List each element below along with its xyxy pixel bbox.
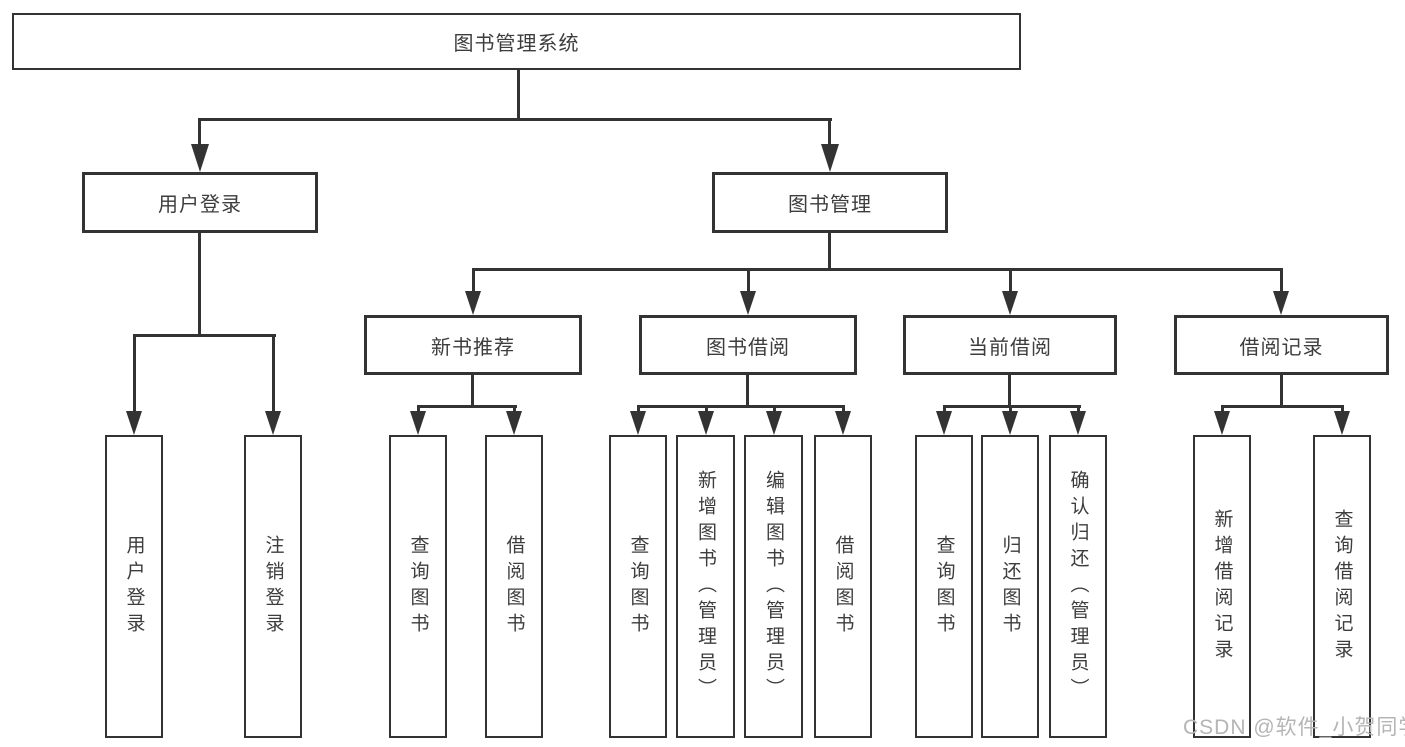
- arrow-down-icon: [936, 411, 952, 435]
- leaf-borrow-books-recommend: 借阅图书: [485, 435, 543, 738]
- node-root-label: 图书管理系统: [453, 33, 580, 55]
- arrow-down-icon: [1070, 411, 1086, 435]
- arrow-down-icon: [740, 291, 756, 315]
- connector-line: [472, 268, 1283, 271]
- leaf-borrow-books-label: 借阅图书: [832, 534, 854, 639]
- node-borrow-records-label: 借阅记录: [1239, 336, 1324, 359]
- leaf-add-book-admin-label: 新增图书（管理员）: [695, 469, 716, 704]
- connector-line: [943, 405, 946, 414]
- connector-line: [637, 405, 640, 414]
- leaf-query-borrow-record: 查询借阅记录: [1313, 435, 1371, 738]
- arrow-down-icon: [410, 411, 426, 435]
- connector-line: [517, 70, 520, 121]
- connector-line: [705, 405, 708, 414]
- node-book-borrow: 图书借阅: [639, 315, 857, 375]
- arrow-down-icon: [766, 411, 782, 435]
- connector-line: [828, 118, 831, 149]
- connector-line: [1341, 405, 1344, 414]
- node-new-book-recommend-label: 新书推荐: [431, 336, 515, 359]
- connector-line: [746, 375, 749, 408]
- connector-line: [133, 334, 136, 413]
- leaf-edit-book-admin: 编辑图书（管理员）: [744, 435, 803, 738]
- node-book-borrow-label: 图书借阅: [706, 336, 790, 359]
- connector-line: [133, 334, 276, 337]
- node-book-management-label: 图书管理: [788, 194, 872, 216]
- connector-line: [471, 375, 474, 408]
- connector-line: [1280, 268, 1283, 293]
- connector-line: [417, 405, 420, 414]
- arrow-down-icon: [1273, 291, 1289, 315]
- connector-line: [1008, 375, 1011, 408]
- leaf-edit-book-admin-label: 编辑图书（管理员）: [763, 469, 784, 704]
- connector-line: [842, 405, 845, 414]
- leaf-query-books-recommend-label: 查询图书: [407, 534, 429, 639]
- connector-line: [747, 268, 750, 293]
- watermark: CSDN @软件_小贺同学: [1183, 716, 1405, 739]
- arrow-down-icon: [465, 291, 481, 315]
- connector-line: [1221, 405, 1344, 408]
- leaf-borrow-books-recommend-label: 借阅图书: [503, 534, 525, 639]
- arrow-down-icon: [630, 411, 646, 435]
- leaf-query-books-current-label: 查询图书: [933, 534, 955, 639]
- connector-line: [272, 334, 275, 413]
- leaf-query-borrow-record-label: 查询借阅记录: [1331, 508, 1353, 665]
- leaf-user-login-label: 用户登录: [123, 534, 145, 639]
- node-current-borrow-label: 当前借阅: [968, 336, 1052, 359]
- connector-line: [417, 405, 517, 408]
- leaf-confirm-return-admin: 确认归还（管理员）: [1049, 435, 1107, 738]
- node-root: 图书管理系统: [12, 13, 1021, 70]
- arrow-down-icon: [191, 144, 209, 172]
- leaf-add-book-admin: 新增图书（管理员）: [676, 435, 735, 738]
- leaf-return-book-label: 归还图书: [999, 534, 1021, 639]
- arrow-down-icon: [835, 411, 851, 435]
- node-book-management: 图书管理: [712, 172, 948, 233]
- connector-line: [198, 118, 832, 121]
- leaf-logout-label: 注销登录: [262, 534, 284, 639]
- connector-line: [1221, 405, 1224, 414]
- leaf-confirm-return-admin-label: 确认归还（管理员）: [1067, 469, 1089, 704]
- connector-line: [1280, 375, 1283, 408]
- leaf-query-books-recommend: 查询图书: [389, 435, 447, 738]
- connector-line: [472, 268, 475, 293]
- arrow-down-icon: [698, 411, 714, 435]
- leaf-user-login: 用户登录: [105, 435, 163, 738]
- arrow-down-icon: [1002, 411, 1018, 435]
- leaf-query-books-borrow: 查询图书: [609, 435, 667, 738]
- node-new-book-recommend: 新书推荐: [364, 315, 582, 375]
- node-borrow-records: 借阅记录: [1174, 315, 1389, 375]
- leaf-logout: 注销登录: [244, 435, 302, 738]
- leaf-borrow-books: 借阅图书: [814, 435, 872, 738]
- connector-line: [1009, 405, 1012, 414]
- connector-line: [198, 233, 201, 337]
- connector-line: [1077, 405, 1080, 414]
- arrow-down-icon: [1214, 411, 1230, 435]
- leaf-query-books-current: 查询图书: [915, 435, 973, 738]
- connector-line: [198, 118, 201, 149]
- leaf-add-borrow-record: 新增借阅记录: [1193, 435, 1251, 738]
- connector-line: [943, 405, 1081, 408]
- connector-line: [637, 405, 845, 408]
- arrow-down-icon: [265, 411, 281, 435]
- node-user-login: 用户登录: [82, 172, 318, 233]
- arrow-down-icon: [1334, 411, 1350, 435]
- connector-line: [513, 405, 516, 414]
- arrow-down-icon: [1002, 291, 1018, 315]
- node-user-login-label: 用户登录: [158, 194, 242, 216]
- connector-line: [773, 405, 776, 414]
- arrow-down-icon: [506, 411, 522, 435]
- connector-line: [828, 233, 831, 271]
- node-current-borrow: 当前借阅: [903, 315, 1117, 375]
- connector-line: [1009, 268, 1012, 293]
- leaf-return-book: 归还图书: [981, 435, 1039, 738]
- arrow-down-icon: [126, 411, 142, 435]
- arrow-down-icon: [821, 144, 839, 172]
- leaf-add-borrow-record-label: 新增借阅记录: [1211, 508, 1233, 665]
- leaf-query-books-borrow-label: 查询图书: [627, 534, 649, 639]
